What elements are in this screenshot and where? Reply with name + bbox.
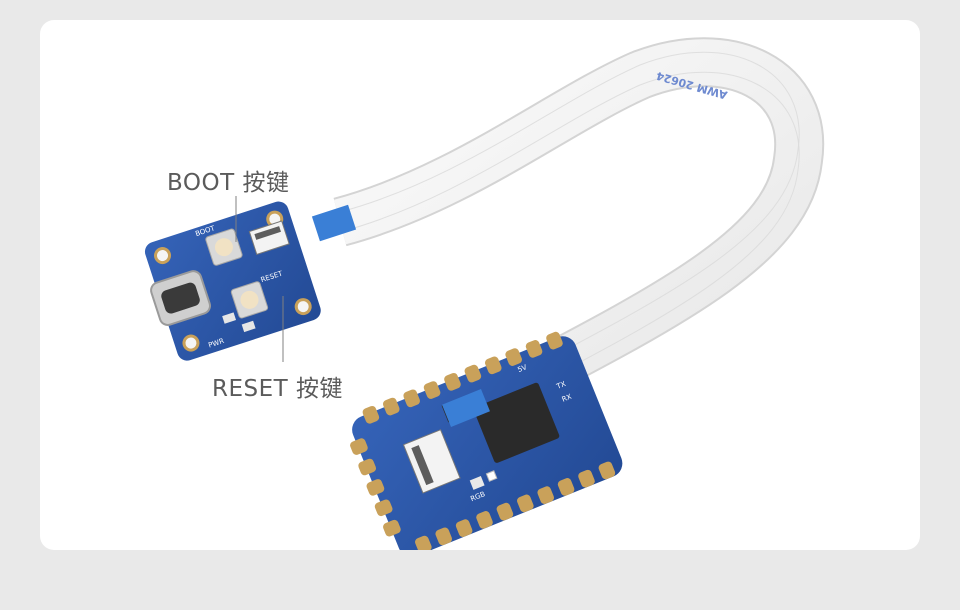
silk-tx: TX bbox=[555, 380, 568, 391]
product-photo: AWM 20624 BOOT RESET PWR bbox=[144, 37, 825, 550]
cable-tip-right bbox=[442, 389, 490, 427]
silk-5v: 5V bbox=[516, 363, 528, 374]
reset-button-label: RESET 按键 bbox=[212, 376, 344, 402]
mcu-chip bbox=[473, 382, 560, 463]
main-board: TX RX RGB 5V bbox=[350, 331, 623, 550]
cable-tip-left bbox=[311, 204, 357, 242]
silk-rx: RX bbox=[561, 393, 573, 404]
boot-reset-board: BOOT RESET PWR bbox=[144, 201, 321, 361]
ffc-cable: AWM 20624 bbox=[333, 37, 825, 433]
product-image-card: AWM 20624 BOOT RESET PWR bbox=[40, 20, 920, 550]
boot-button-label: BOOT 按键 bbox=[167, 170, 290, 196]
